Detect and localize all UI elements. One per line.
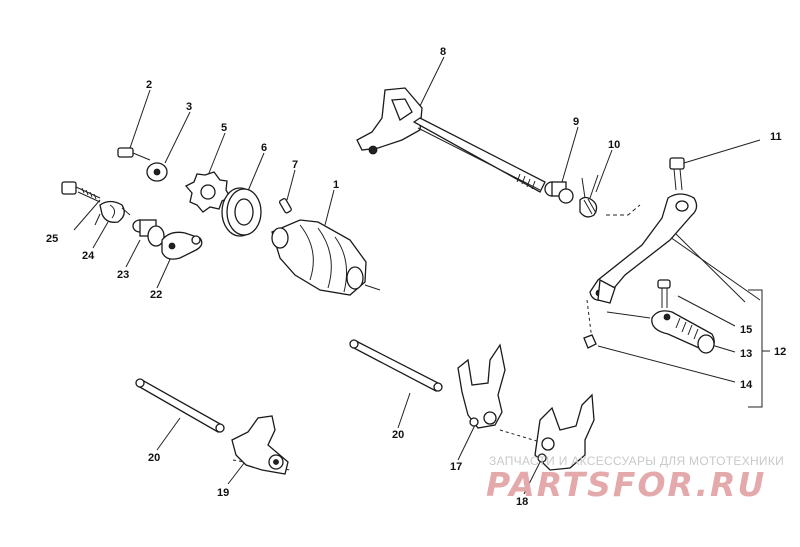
label-13: 13 <box>740 348 752 360</box>
part-12-shift-lever <box>589 193 698 304</box>
label-15: 15 <box>740 324 752 336</box>
part-23-collar <box>132 219 165 247</box>
part-15-pin <box>657 279 671 308</box>
label-10: 10 <box>608 139 620 151</box>
part-2-screw <box>117 147 151 161</box>
part-1-shift-drum <box>271 219 367 296</box>
watermark-brand: PARTSFOR.RU <box>486 466 766 502</box>
part-14-clip <box>583 334 597 349</box>
label-24: 24 <box>82 250 95 262</box>
watermark-tagline: ЗАПЧАСТИ И АКСЕССУАРЫ ДЛЯ МОТОТЕХНИКИ <box>489 454 785 468</box>
label-3: 3 <box>186 101 192 113</box>
label-25: 25 <box>46 233 58 245</box>
label-6: 6 <box>261 142 267 154</box>
label-22: 22 <box>150 289 162 301</box>
label-12: 12 <box>774 346 786 358</box>
part-3-washer <box>146 162 168 182</box>
part-5-star-plate <box>184 171 231 213</box>
label-8: 8 <box>440 46 446 58</box>
label-9: 9 <box>573 116 579 128</box>
watermark-logo: PARTSFOR.RU <box>486 466 766 502</box>
label-17: 17 <box>450 461 462 473</box>
part-20-rod-right <box>349 339 443 392</box>
label-7: 7 <box>292 159 298 171</box>
part-10-spring <box>579 174 599 218</box>
part-17-shift-fork <box>457 343 506 429</box>
label-2: 2 <box>146 79 152 91</box>
part-13-pedal-rubber <box>651 310 715 354</box>
part-9-bushing <box>544 181 574 204</box>
part-25-bolt <box>61 181 101 203</box>
label-14: 14 <box>740 379 753 391</box>
part-22-lever <box>161 231 203 260</box>
callout-labels: 1 2 3 5 6 7 8 9 10 11 12 13 14 15 17 18 … <box>46 46 786 508</box>
part-18-shift-fork <box>534 393 595 471</box>
label-11: 11 <box>770 131 782 143</box>
part-20-rod-left <box>135 378 225 433</box>
label-19: 19 <box>217 487 229 499</box>
part-7-pin <box>278 198 292 214</box>
part-24-spring <box>94 200 131 226</box>
label-5: 5 <box>221 122 227 134</box>
label-18: 18 <box>516 496 528 508</box>
label-20-right: 20 <box>392 429 404 441</box>
label-23: 23 <box>117 269 129 281</box>
part-8-shift-shaft <box>356 87 546 193</box>
part-19-shift-fork <box>231 415 289 475</box>
part-6-bearing <box>221 187 262 237</box>
label-1: 1 <box>333 179 339 191</box>
part-11-bolt <box>669 157 685 191</box>
label-20-left: 20 <box>148 452 160 464</box>
